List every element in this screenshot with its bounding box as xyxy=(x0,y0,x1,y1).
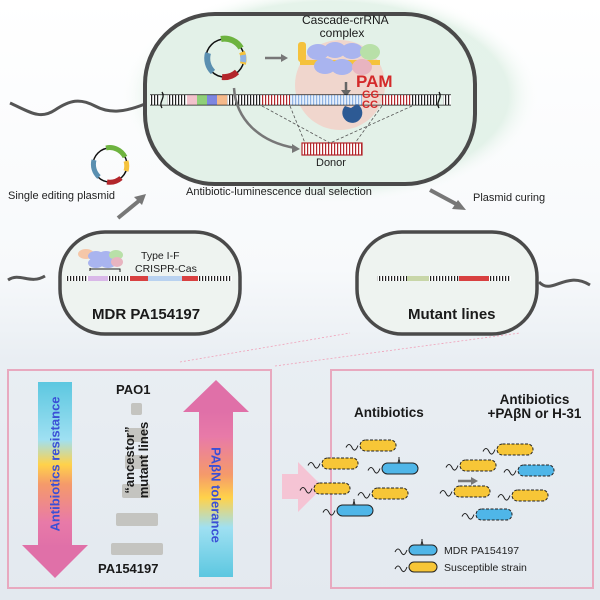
complex-label-line1: Cascade-crRNA xyxy=(302,13,389,27)
ancestor-label: “ancestor” mutant lines xyxy=(122,421,151,499)
editing-plasmid-icon xyxy=(204,35,247,81)
pam-sequence: GG CC xyxy=(362,89,380,111)
arrow-to-donor xyxy=(292,144,300,153)
genome-strand-top xyxy=(150,91,451,109)
legend-susceptible-bacterium xyxy=(394,561,438,573)
susceptible-bacterium xyxy=(299,482,351,495)
complex-label: Cascade-crRNA complex xyxy=(302,13,389,40)
mdr-bacterium xyxy=(461,508,513,521)
arrow-down-right xyxy=(452,200,466,210)
combination-line1: Antibiotics xyxy=(499,392,570,407)
plasmid-curing-label: Plasmid curing xyxy=(473,192,546,204)
flagellum xyxy=(9,99,146,117)
pam-top: GG xyxy=(362,89,380,101)
pink-arrow-icon xyxy=(282,462,323,512)
system-line2: CRISPR-Cas xyxy=(135,263,197,275)
mdr-bacterium xyxy=(503,464,555,477)
left-cell xyxy=(7,230,242,336)
mdr-bacterium xyxy=(322,499,374,517)
zoom-line-left xyxy=(179,332,351,363)
arrow-right-icon xyxy=(471,477,478,485)
pao1-label: PAO1 xyxy=(116,382,151,397)
zoom-line-right xyxy=(274,332,521,367)
resistance-label: Antibiotics resistance xyxy=(47,396,63,532)
susceptible-bacterium xyxy=(357,487,409,500)
arrow-up-right xyxy=(134,194,146,205)
arrow-down-icon xyxy=(341,90,351,97)
susceptible-bacterium xyxy=(345,439,397,452)
susceptible-bacterium xyxy=(445,459,497,472)
cascade-complex-small-icon xyxy=(78,249,123,268)
antibiotics-heading: Antibiotics xyxy=(354,405,424,420)
complex-label-line2: complex xyxy=(319,26,365,40)
ancestor-line1: “ancestor” xyxy=(122,426,137,494)
crispr-system-label: Type I-F CRISPR-Cas xyxy=(135,250,197,276)
dual-selection-label: Antibiotic-luminescence dual selection xyxy=(186,186,372,198)
right-cell xyxy=(355,230,591,336)
legend-susceptible-label: Susceptible strain xyxy=(444,562,527,574)
homology-lines xyxy=(261,105,413,144)
susceptible-bacterium xyxy=(482,443,534,456)
legend-mdr-bacterium xyxy=(394,539,438,556)
susceptible-bacterium xyxy=(307,457,359,470)
right-cell-name: Mutant lines xyxy=(408,306,496,323)
combination-line2: +PAβN or H-31 xyxy=(487,406,582,421)
cascade-complex-icon xyxy=(295,40,385,130)
bottom-right-panel xyxy=(330,369,594,589)
pam-bottom: CC xyxy=(362,99,378,111)
tolerance-label: PAβN tolerance xyxy=(208,447,224,543)
mdr-bacterium xyxy=(367,457,419,475)
donor-label: Donor xyxy=(316,157,346,169)
susceptible-bacterium xyxy=(439,485,491,498)
susceptible-bacterium xyxy=(497,489,549,502)
pam-label: PAM xyxy=(356,72,393,91)
ancestor-line2: mutant lines xyxy=(136,421,151,499)
donor-dna xyxy=(301,142,363,156)
bottom-left-panel xyxy=(7,369,272,589)
resistance-arrow-icon xyxy=(22,382,88,578)
pa154197-label: PA154197 xyxy=(98,561,159,576)
single-editing-plasmid-label: Single editing plasmid xyxy=(8,190,116,202)
bacteria-group xyxy=(299,439,555,573)
cas3-icon xyxy=(342,104,363,123)
system-line1: Type I-F xyxy=(141,250,180,262)
left-cell-name: MDR PA154197 xyxy=(92,306,201,323)
mutant-lines-bars xyxy=(111,403,163,555)
combination-heading: Antibiotics +PAβN or H-31 xyxy=(477,393,592,421)
single-editing-plasmid-icon xyxy=(90,145,130,185)
legend-mdr-label: MDR PA154197 xyxy=(444,545,520,557)
tolerance-arrow-icon xyxy=(183,380,249,577)
